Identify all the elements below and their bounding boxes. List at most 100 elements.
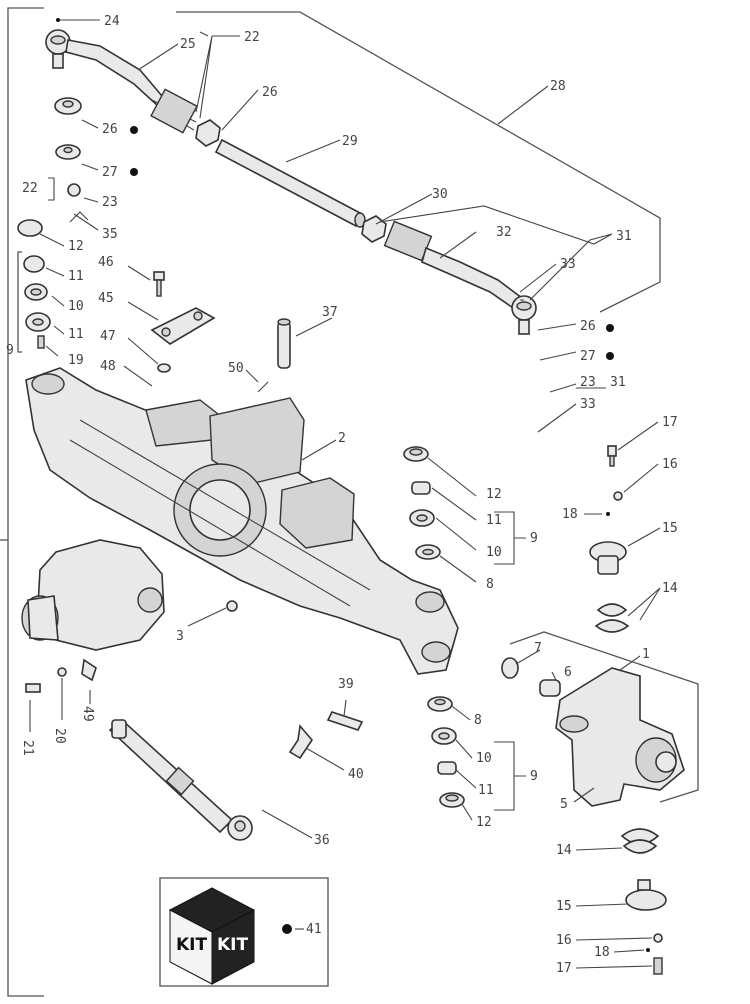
callout-40: 40 bbox=[348, 767, 364, 782]
washer-47 bbox=[157, 363, 171, 373]
clip-40 bbox=[288, 724, 314, 760]
callout-12: 12 bbox=[476, 815, 492, 830]
callout-9: 9 bbox=[6, 343, 14, 358]
tie-rod-end-right bbox=[383, 220, 537, 335]
callout-30: 30 bbox=[432, 187, 448, 202]
callout-15: 15 bbox=[662, 521, 678, 536]
callout-numbers: 24 22 25 28 26 26 29 27 22 23 30 35 32 3… bbox=[6, 14, 678, 976]
kit-dot-icon bbox=[282, 924, 292, 934]
callout-18: 18 bbox=[562, 507, 578, 522]
callout-22: 22 bbox=[244, 30, 260, 45]
callout-23: 23 bbox=[102, 195, 118, 210]
callout-26: 26 bbox=[102, 122, 118, 137]
bracket-45 bbox=[150, 307, 216, 345]
bushing-7 bbox=[501, 657, 519, 679]
callout-32: 32 bbox=[496, 225, 512, 240]
callout-33: 33 bbox=[580, 397, 596, 412]
callout-17: 17 bbox=[556, 961, 572, 976]
kingpin-parts-lower bbox=[620, 828, 667, 975]
callout-11: 11 bbox=[68, 269, 84, 284]
callout-27: 27 bbox=[580, 349, 596, 364]
callout-26: 26 bbox=[580, 319, 596, 334]
callout-28: 28 bbox=[550, 79, 566, 94]
kit-box-icon: KIT KIT bbox=[168, 887, 256, 985]
callout-33: 33 bbox=[560, 257, 576, 272]
right-seals-lower bbox=[427, 696, 465, 808]
callout-10: 10 bbox=[476, 751, 492, 766]
callout-9: 9 bbox=[530, 769, 538, 784]
leader-lines bbox=[29, 19, 661, 969]
knuckle-frame bbox=[509, 631, 699, 803]
callout-20: 20 bbox=[52, 728, 67, 744]
callout-35: 35 bbox=[102, 227, 118, 242]
callout-26: 26 bbox=[262, 85, 278, 100]
callout-14: 14 bbox=[556, 843, 572, 858]
callout-16: 16 bbox=[662, 457, 678, 472]
callout-31: 31 bbox=[610, 375, 626, 390]
callout-6: 6 bbox=[564, 665, 572, 680]
callout-10: 10 bbox=[486, 545, 502, 560]
callout-8: 8 bbox=[474, 713, 482, 728]
differential-housing bbox=[21, 539, 165, 651]
callout-47: 47 bbox=[100, 329, 116, 344]
callout-12: 12 bbox=[486, 487, 502, 502]
callout-16: 16 bbox=[556, 933, 572, 948]
callout-17: 17 bbox=[662, 415, 678, 430]
tie-rod-nut-28 bbox=[195, 119, 221, 147]
steering-knuckle-1 bbox=[555, 667, 685, 807]
callout-24: 24 bbox=[104, 14, 120, 29]
callout-14: 14 bbox=[662, 581, 678, 596]
vertical-callouts: 21 20 49 bbox=[20, 706, 95, 756]
axle-housing-2 bbox=[25, 367, 459, 675]
callout-1: 1 bbox=[642, 647, 650, 662]
callout-7: 7 bbox=[534, 641, 542, 656]
callout-25: 25 bbox=[180, 37, 196, 52]
kit-label-left: KIT bbox=[176, 935, 207, 955]
callout-3: 3 bbox=[176, 629, 184, 644]
left-small-parts bbox=[17, 97, 89, 353]
callout-11: 11 bbox=[68, 327, 84, 342]
callout-39: 39 bbox=[338, 677, 354, 692]
kingpin-parts-upper bbox=[589, 445, 630, 633]
callout-50: 50 bbox=[228, 361, 244, 376]
tie-rod-nut-30 bbox=[361, 215, 387, 243]
callout-9: 9 bbox=[530, 531, 538, 546]
callout-19: 19 bbox=[68, 353, 84, 368]
bolt-3 bbox=[226, 600, 238, 612]
callout-48: 48 bbox=[100, 359, 116, 374]
kit-callout: 41 bbox=[306, 922, 322, 937]
callout-49: 49 bbox=[80, 706, 95, 722]
right-seals-upper bbox=[403, 446, 441, 560]
tie-rod-tube-29 bbox=[214, 138, 366, 228]
callout-8: 8 bbox=[486, 577, 494, 592]
callout-11: 11 bbox=[478, 783, 494, 798]
callout-37: 37 bbox=[322, 305, 338, 320]
kit-legend: KIT KIT 41 bbox=[159, 877, 329, 987]
callout-31: 31 bbox=[616, 229, 632, 244]
pin-50 bbox=[257, 381, 269, 393]
bolt-46 bbox=[153, 271, 165, 297]
callout-46: 46 bbox=[98, 255, 114, 270]
callout-45: 45 bbox=[98, 291, 114, 306]
kit-label-right: KIT bbox=[217, 935, 248, 955]
tie-rod-end-left bbox=[45, 29, 198, 134]
callout-23: 23 bbox=[580, 375, 596, 390]
kit-indicator-dots bbox=[56, 18, 614, 360]
callout-22: 22 bbox=[22, 181, 38, 196]
callout-27: 27 bbox=[102, 165, 118, 180]
callout-29: 29 bbox=[342, 134, 358, 149]
small-bolts-21-20-49 bbox=[25, 658, 97, 693]
callout-36: 36 bbox=[314, 833, 330, 848]
callout-5: 5 bbox=[560, 797, 568, 812]
bushing-6 bbox=[539, 679, 561, 697]
callout-10: 10 bbox=[68, 299, 84, 314]
steering-cylinder-36 bbox=[108, 718, 253, 841]
callout-15: 15 bbox=[556, 899, 572, 914]
callout-11: 11 bbox=[486, 513, 502, 528]
assembly-frame bbox=[0, 7, 661, 997]
callout-18: 18 bbox=[594, 945, 610, 960]
callout-32: 12 bbox=[68, 239, 84, 254]
callout-21: 21 bbox=[20, 740, 35, 756]
pin-37 bbox=[277, 318, 291, 369]
